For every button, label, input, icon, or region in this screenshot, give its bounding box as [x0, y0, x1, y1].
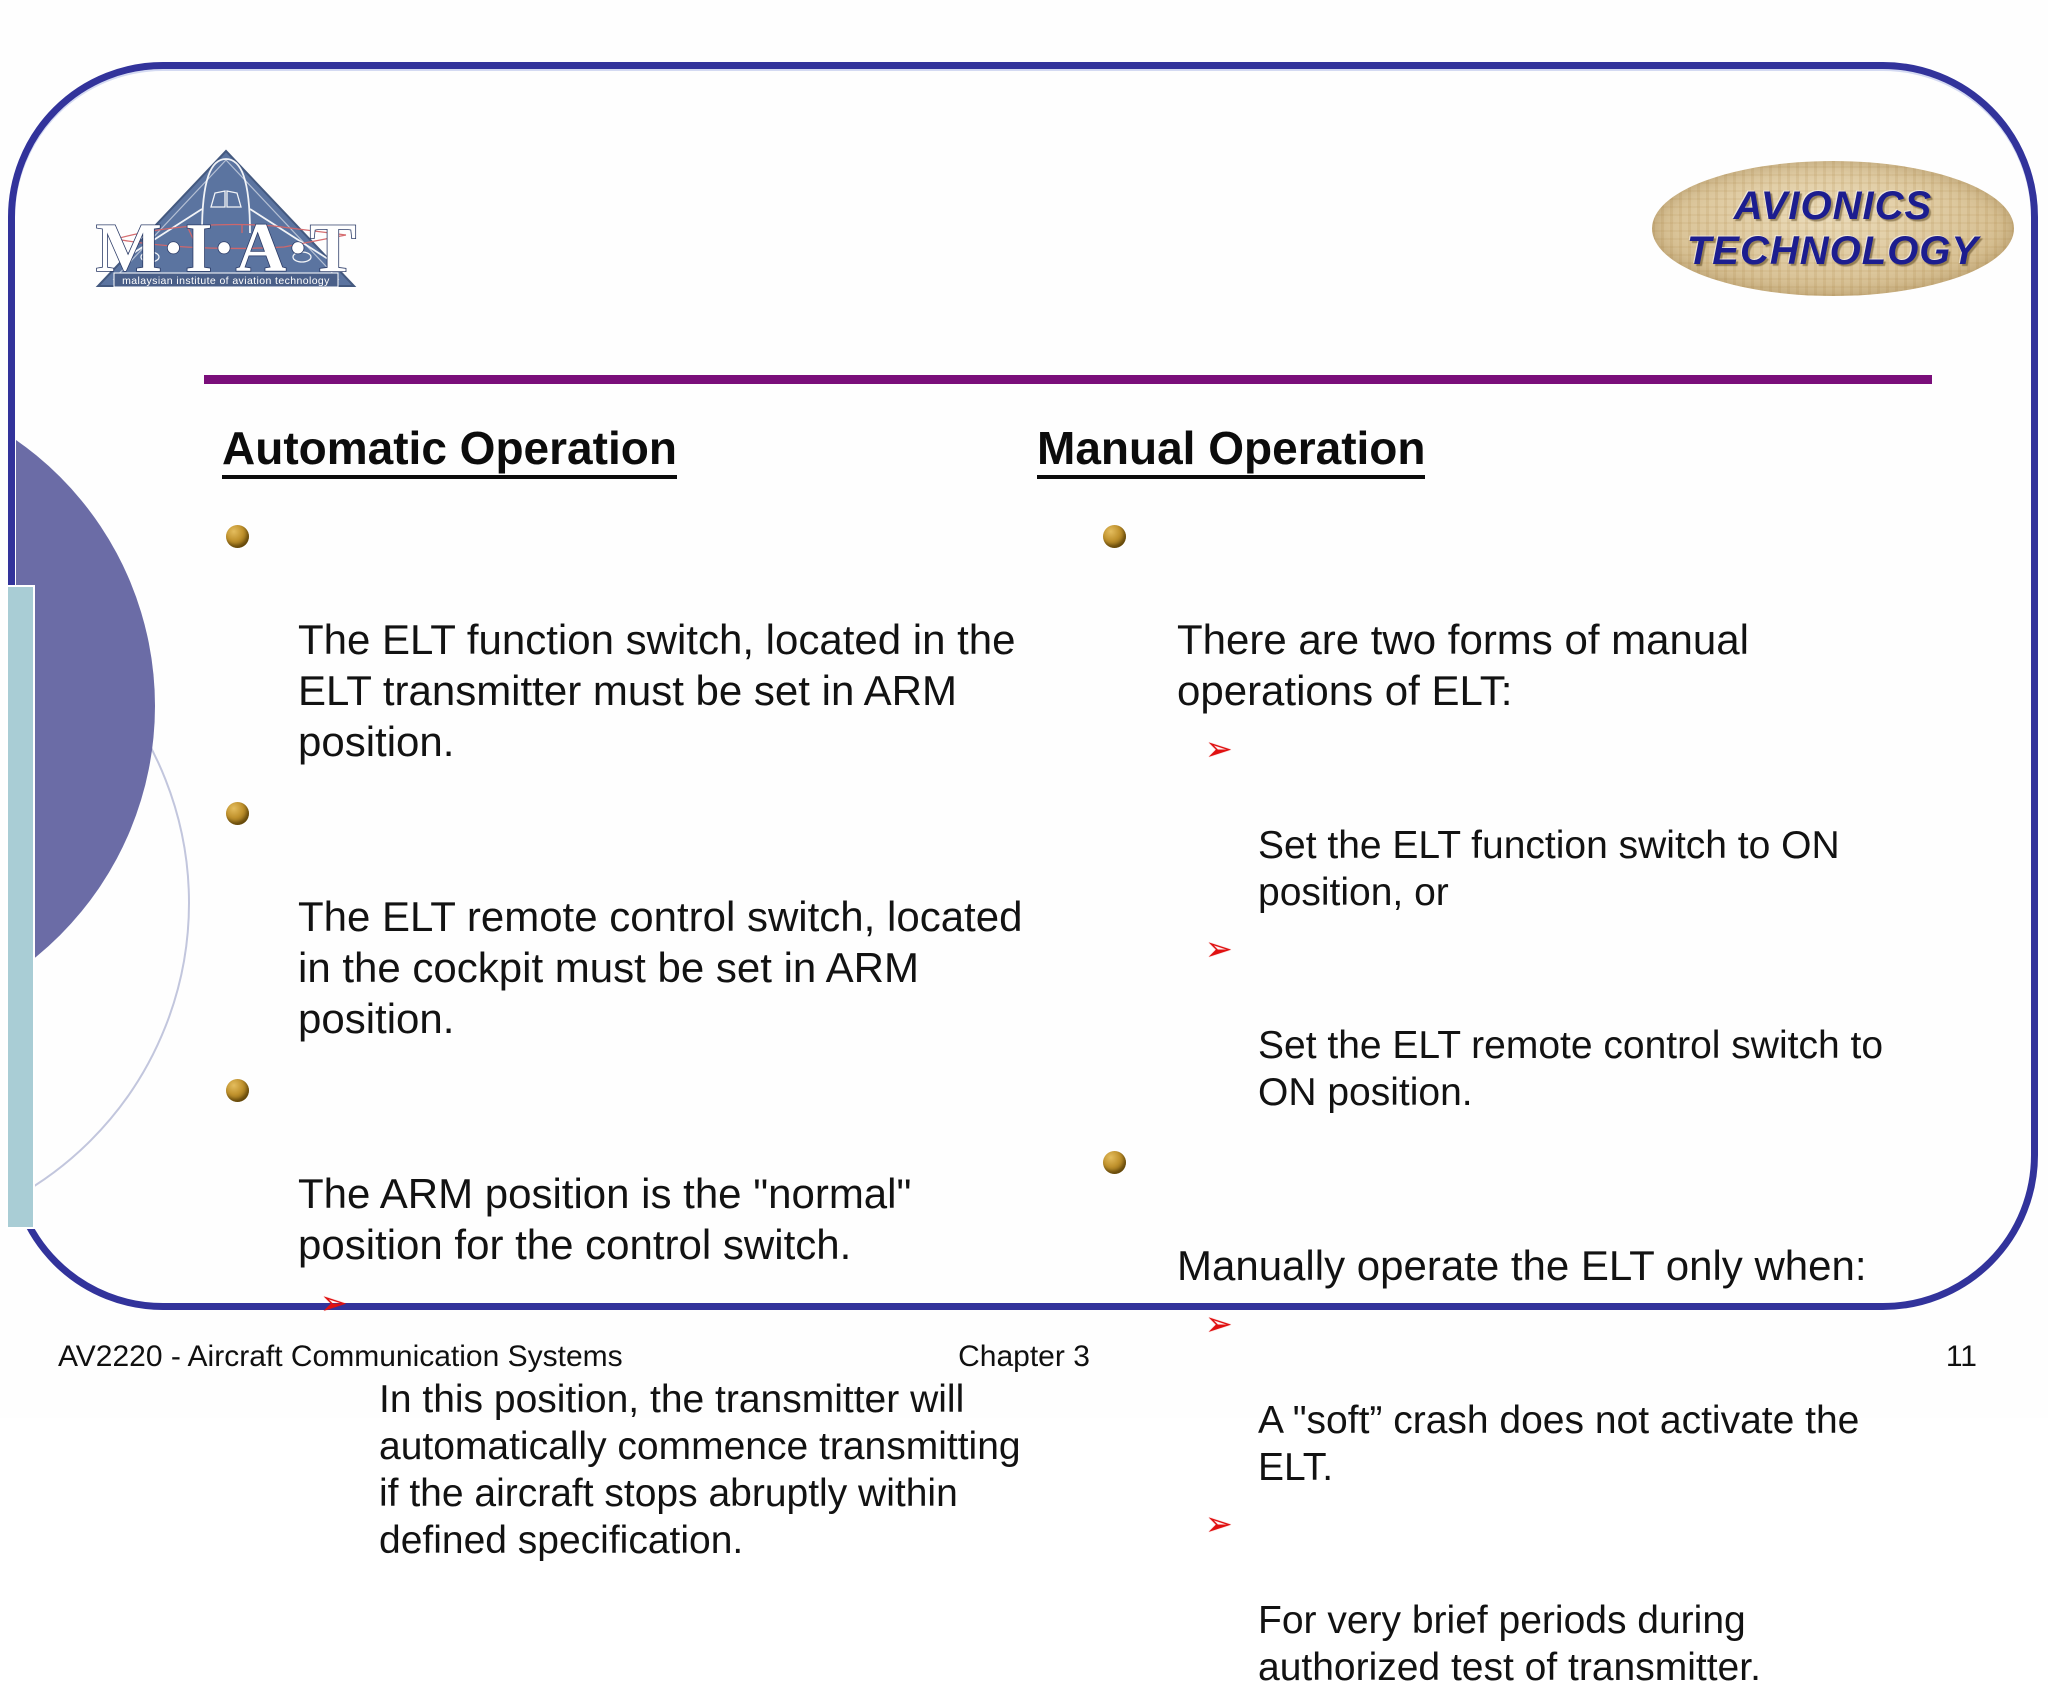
slide: M·I·A·T malaysian institute of aviation … [6, 62, 2038, 1689]
gold-sphere-bullet-icon [226, 802, 249, 825]
list-subitem: ➢ A "soft” crash does not activate the E… [1037, 1303, 1977, 1491]
footer-course-title: AV2220 - Aircraft Communication Systems [58, 1340, 623, 1373]
arrow-bullet-icon: ➢ [1205, 730, 1233, 767]
list-item-text: The ELT function switch, located in the … [298, 616, 1016, 765]
column-automatic-operation: Automatic Operation The ELT function swi… [222, 420, 1162, 1564]
list-subitem: ➢ Set the ELT remote control switch to O… [1037, 928, 1977, 1116]
gold-sphere-bullet-icon [1103, 1151, 1126, 1174]
list-item-text: A "soft” crash does not activate the ELT… [1258, 1399, 1860, 1489]
list-item-text: In this position, the transmitter will a… [379, 1378, 1021, 1562]
gold-sphere-bullet-icon [226, 525, 249, 548]
badge-line2: TECHNOLOGY [1686, 228, 1980, 273]
list-item-text: Set the ELT function switch to ON positi… [1258, 824, 1840, 914]
aircraft-profile-icon [115, 223, 347, 250]
arrow-bullet-icon: ➢ [1205, 1305, 1233, 1342]
aircraft-front-icon [123, 158, 329, 263]
list-item-text: There are two forms of manual operations… [1177, 616, 1749, 714]
teal-bar-decoration [6, 585, 35, 1229]
list-item-text: The ELT remote control switch, located i… [298, 893, 1023, 1042]
footer-chapter: Chapter 3 [958, 1340, 1090, 1373]
arrow-bullet-icon: ➢ [1205, 930, 1233, 967]
header-rule [204, 375, 1932, 384]
arrow-bullet-icon: ➢ [1205, 1505, 1233, 1542]
list-item: Manually operate the ELT only when: [1037, 1138, 1977, 1291]
list-subitem: ➢ Set the ELT function switch to ON posi… [1037, 728, 1977, 916]
list-item-text: The ARM position is the "normal" positio… [298, 1170, 912, 1268]
list-item-text: Set the ELT remote control switch to ON … [1258, 1024, 1884, 1114]
miat-logo: M·I·A·T malaysian institute of aviation … [95, 149, 357, 288]
badge-line1: AVIONICS [1733, 183, 1933, 228]
footer-page-number: 11 [1945, 1340, 1977, 1373]
automatic-operation-list: The ELT function switch, located in the … [222, 512, 1162, 1564]
heading-manual-operation: Manual Operation [1037, 420, 1977, 479]
heading-automatic-operation: Automatic Operation [222, 420, 1162, 479]
list-item: The ELT remote control switch, located i… [222, 789, 1162, 1044]
slide-interior [16, 70, 2030, 1302]
list-item-text: For very brief periods during authorized… [1258, 1599, 1761, 1689]
list-item: The ELT function switch, located in the … [222, 512, 1162, 767]
logo-tagline: malaysian institute of aviation technolo… [122, 275, 330, 287]
list-subitem: ➢ For very brief periods during authoriz… [1037, 1503, 1977, 1691]
avionics-technology-badge: AVIONICS TECHNOLOGY [1652, 161, 2014, 296]
logo-tagline-band [113, 272, 339, 288]
gold-sphere-bullet-icon [1103, 525, 1126, 548]
list-item: The ARM position is the "normal" positio… [222, 1066, 1162, 1270]
arrow-bullet-icon: ➢ [320, 1284, 348, 1321]
gold-sphere-bullet-icon [226, 1079, 249, 1102]
list-item-text: Manually operate the ELT only when: [1177, 1242, 1867, 1289]
column-manual-operation: Manual Operation There are two forms of … [1037, 420, 1977, 1691]
manual-operation-list: There are two forms of manual operations… [1037, 512, 1977, 1691]
list-subitem: ➢ In this position, the transmitter will… [222, 1282, 1162, 1564]
list-item: There are two forms of manual operations… [1037, 512, 1977, 716]
